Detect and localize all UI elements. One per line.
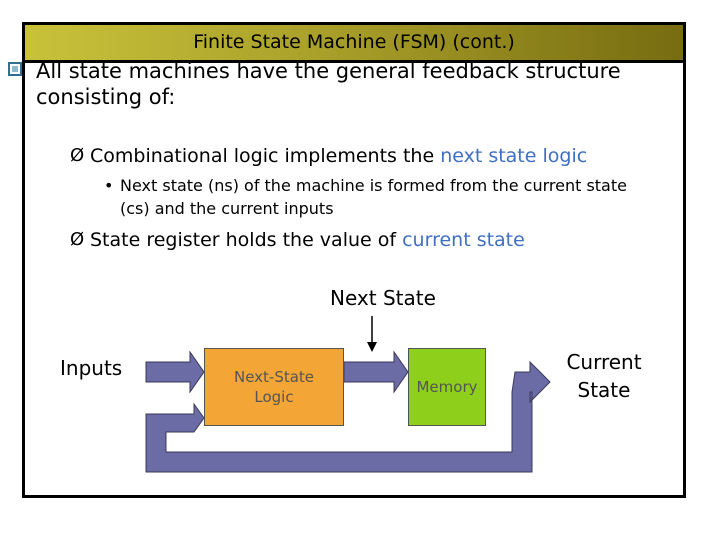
sub1-prefix: Combinational logic implements the xyxy=(90,145,441,167)
feedback-loop-arrow xyxy=(145,360,551,473)
sub2-prefix: State register holds the value of xyxy=(90,229,403,251)
next-state-pointer-head xyxy=(367,342,377,352)
dot-bullet-icon: • xyxy=(104,176,114,195)
nsl-to-memory-arrow xyxy=(343,350,409,394)
sub-sub-bullet-text: Next state (ns) of the machine is formed… xyxy=(120,176,627,218)
memory-box: Memory xyxy=(408,348,486,426)
next-state-label: Next State xyxy=(330,286,436,310)
sub2-highlight: current state xyxy=(402,229,525,251)
next-state-logic-box: Next-State Logic xyxy=(204,348,344,426)
sub1-highlight: next state logic xyxy=(440,145,588,167)
bullet-main-text: All state machines have the general feed… xyxy=(36,59,621,109)
current-state-label: Current State xyxy=(566,350,642,402)
next-state-logic-label: Next-State Logic xyxy=(233,368,315,406)
title-bar: Finite State Machine (FSM) (cont.) xyxy=(25,25,683,63)
memory-label: Memory xyxy=(416,378,478,396)
slide-frame: Finite State Machine (FSM) (cont.) xyxy=(22,22,686,498)
sub-bullet-combinational-text: Combinational logic implements the next … xyxy=(90,145,587,167)
sub-bullet-register-text: State register holds the value of curren… xyxy=(90,229,525,251)
arrow-bullet-icon: Ø xyxy=(70,145,85,166)
slide-title: Finite State Machine (FSM) (cont.) xyxy=(193,31,515,53)
arrow-bullet-icon: Ø xyxy=(70,229,85,250)
inputs-label: Inputs xyxy=(60,356,123,380)
checkbox-bullet-icon xyxy=(8,62,22,76)
inputs-arrow xyxy=(145,350,205,394)
